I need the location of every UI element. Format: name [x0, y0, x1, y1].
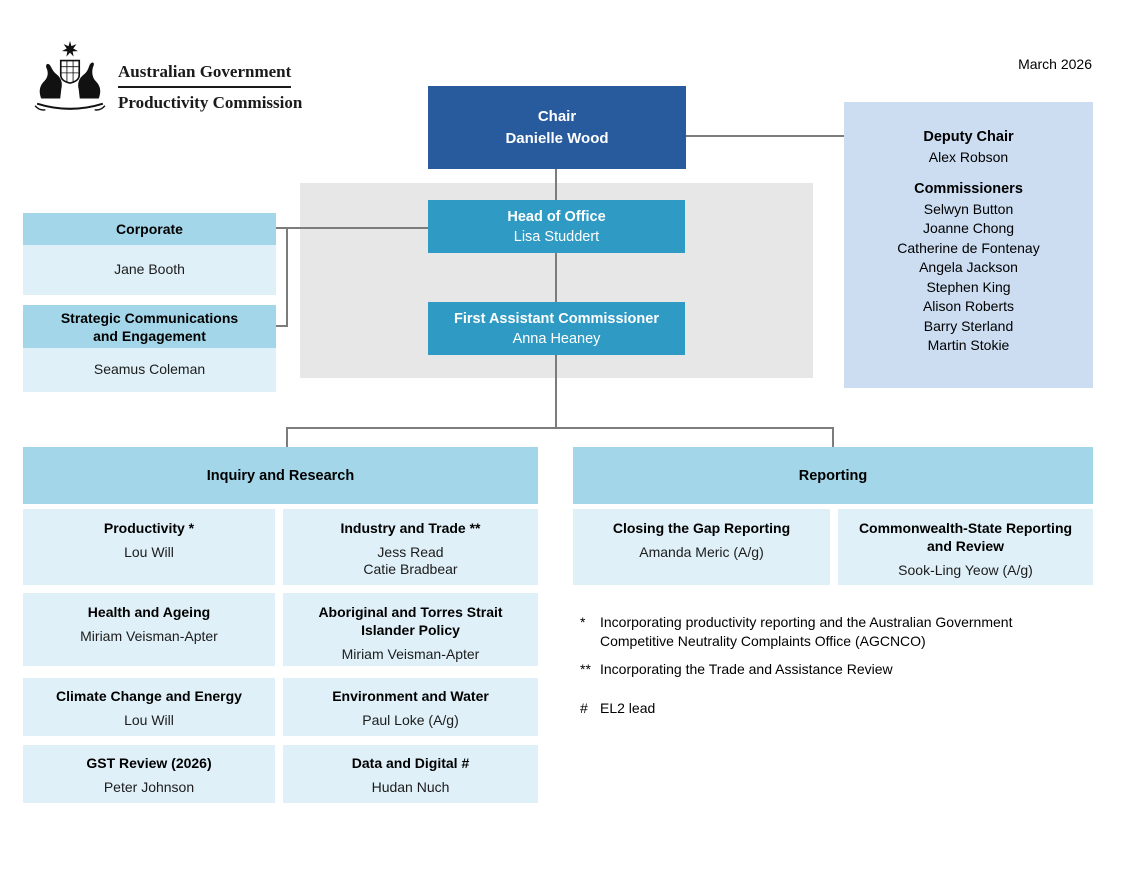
connector-fac-down [555, 355, 557, 428]
deputy-chair-name: Alex Robson [928, 148, 1009, 165]
inquiry-and-research-header: Inquiry and Research [23, 447, 538, 504]
deputy-chair-title: Deputy Chair [923, 129, 1014, 145]
reporting-header: Reporting [573, 447, 1093, 504]
first-assistant-commissioner-box: First Assistant Commissioner Anna Heaney [428, 302, 685, 355]
fac-name: Anna Heaney [512, 330, 601, 347]
unit-name: Jess Read [377, 544, 444, 560]
unit-gst-review: GST Review (2026) Peter Johnson [23, 745, 275, 803]
footnote-double-asterisk: ** Incorporating the Trade and Assistanc… [580, 661, 893, 677]
unit-climate-change-and-energy: Climate Change and Energy Lou Will [23, 678, 275, 736]
strategic-communications-cell: Seamus Coleman [23, 348, 276, 392]
unit-commonwealth-state-reporting: Commonwealth-State Reporting and Review … [838, 509, 1093, 585]
unit-name: Lou Will [124, 544, 174, 560]
commissioner-name: Martin Stokie [927, 337, 1010, 353]
connector-strategic-stub [276, 325, 288, 327]
commissioner-name: Catherine de Fontenay [897, 239, 1040, 256]
unit-name: Miriam Veisman-Apter [80, 628, 218, 644]
unit-name: Amanda Meric (A/g) [639, 544, 764, 560]
unit-productivity: Productivity * Lou Will [23, 509, 275, 585]
commissioner-name: Alison Roberts [922, 298, 1015, 314]
logo-government-label: Australian Government [118, 62, 292, 88]
head-of-office-title: Head of Office [507, 208, 606, 225]
fac-title: First Assistant Commissioner [454, 310, 659, 327]
connector-drop-reporting [832, 427, 834, 447]
unit-aboriginal-torres-strait-islander-policy: Aboriginal and Torres Strait Islander Po… [283, 593, 538, 666]
logo-text: Australian Government Productivity Commi… [118, 62, 302, 113]
wreath [36, 102, 104, 110]
footnote-asterisk: * Incorporating productivity reporting a… [580, 614, 1013, 649]
footnote-hash: # EL2 lead [580, 700, 656, 716]
strategic-communications-name: Seamus Coleman [93, 361, 206, 377]
commissioner-name: Angela Jackson [919, 259, 1018, 275]
australian-coat-of-arms-icon [34, 41, 106, 111]
kangaroo [39, 63, 62, 99]
commissioners-title: Commissioners [914, 181, 1023, 197]
connector-corporate-hoo [276, 227, 428, 229]
connector-hoo-fac [555, 253, 557, 302]
chart-date: March 2026 [1018, 56, 1092, 72]
unit-industry-and-trade: Industry and Trade ** Jess Read Catie Br… [283, 509, 538, 585]
chair-title: Chair [537, 107, 577, 125]
commissioner-name: Joanne Chong [922, 220, 1015, 236]
unit-name: Sook-Ling Yeow (A/g) [898, 562, 1033, 578]
deputy-chair-panel: Deputy Chair Alex Robson Commissioners S… [844, 102, 1093, 388]
head-of-office-name: Lisa Studdert [513, 228, 600, 245]
corporate-header: Corporate [23, 213, 276, 245]
chair-box: Chair Danielle Wood [428, 86, 686, 169]
corporate-name: Jane Booth [114, 261, 185, 277]
unit-name: Peter Johnson [103, 779, 195, 795]
commissioner-name: Barry Sterland [923, 317, 1014, 334]
commissioner-name: Stephen King [926, 278, 1011, 295]
unit-environment-and-water: Environment and Water Paul Loke (A/g) [283, 678, 538, 736]
connector-chair-hoo [555, 169, 557, 200]
connector-left-vertical [286, 227, 288, 327]
shield [59, 59, 81, 84]
connector-chair-deputy [685, 135, 844, 137]
chair-name: Danielle Wood [505, 129, 609, 147]
unit-name: Catie Bradbear [363, 561, 458, 577]
corporate-cell: Jane Booth [23, 245, 276, 295]
commissioner-name: Selwyn Button [923, 200, 1014, 217]
logo-agency-label: Productivity Commission [118, 93, 303, 112]
unit-name: Lou Will [124, 712, 174, 728]
strategic-communications-header: Strategic Communications and Engagement [23, 305, 276, 348]
emu [78, 62, 101, 99]
connector-split-horizontal [286, 427, 834, 429]
commonwealth-star [61, 41, 79, 57]
unit-name: Hudan Nuch [371, 779, 450, 795]
unit-name: Miriam Veisman-Apter [341, 646, 480, 662]
unit-data-and-digital: Data and Digital # Hudan Nuch [283, 745, 538, 803]
unit-closing-the-gap-reporting: Closing the Gap Reporting Amanda Meric (… [573, 509, 830, 585]
connector-drop-inquiry [286, 427, 288, 447]
head-of-office-box: Head of Office Lisa Studdert [428, 200, 685, 253]
unit-health-and-ageing: Health and Ageing Miriam Veisman-Apter [23, 593, 275, 666]
unit-name: Paul Loke (A/g) [362, 712, 459, 728]
